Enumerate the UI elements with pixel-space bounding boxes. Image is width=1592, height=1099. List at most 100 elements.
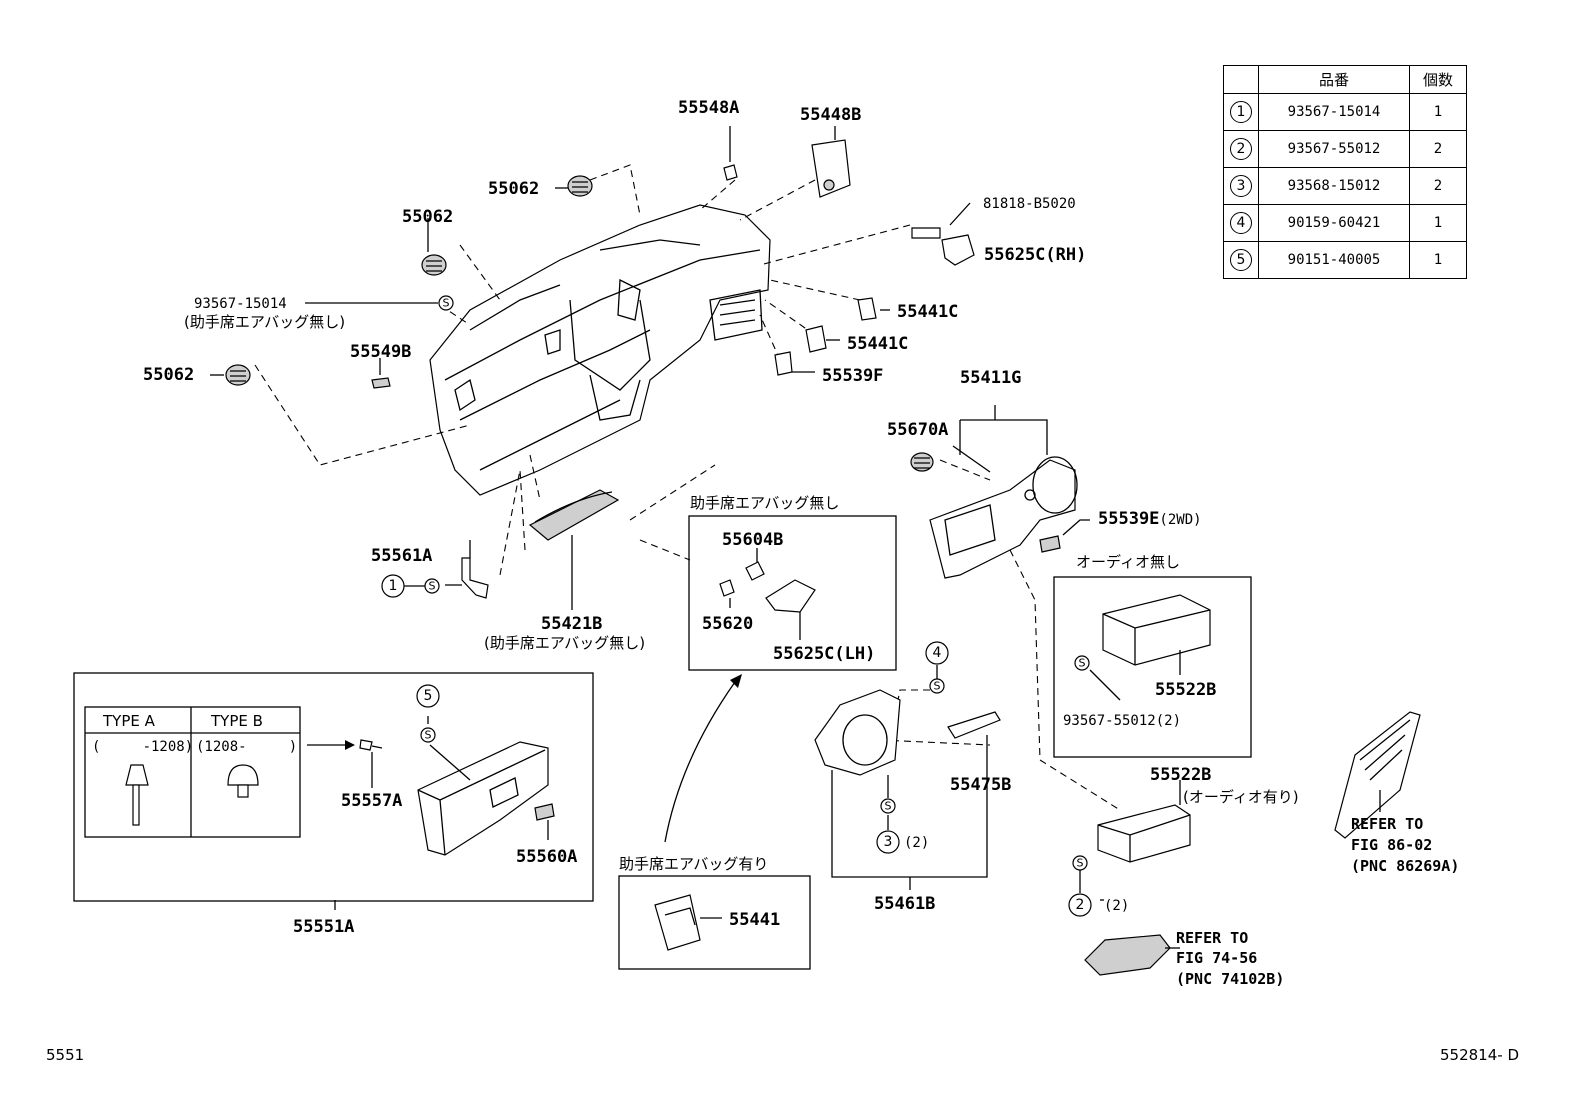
label-55411G: 55411G [960, 368, 1021, 388]
svg-text:S: S [425, 729, 432, 742]
label-55475B: 55475B [950, 775, 1011, 795]
part-55522B [1102, 594, 1211, 666]
row-number: 2 [1230, 138, 1252, 160]
row-number: 5 [1230, 249, 1252, 271]
part-55522B-audio [1097, 804, 1191, 863]
row-qty: 1 [1409, 204, 1467, 242]
label-81818-B5020: 81818-B5020 [983, 196, 1076, 212]
airbag-box [618, 875, 811, 970]
label-93567-15014: 93567-15014 [194, 296, 287, 312]
label-refer-2: REFER TO [1176, 929, 1248, 947]
callout-3: 3 [876, 830, 900, 854]
s-symbol: S [438, 295, 454, 311]
table-header: 品番 [1258, 65, 1410, 94]
label-55062: 55062 [402, 207, 453, 227]
fastener-type-b [227, 764, 259, 798]
label-55548A: 55548A [678, 98, 739, 118]
row-part: 90159-60421 [1258, 204, 1410, 242]
svg-text:5: 5 [424, 688, 433, 704]
label-airbag-box: 助手席エアバッグ有り [619, 855, 768, 873]
svg-text:1: 1 [389, 578, 398, 594]
airbag-arrow [664, 681, 736, 843]
part-55539F [774, 351, 793, 376]
s-symbol: S [420, 727, 436, 743]
part-55448B [811, 139, 851, 198]
s-symbol: S [1072, 855, 1088, 871]
instrument-panel-drawing [429, 204, 771, 496]
label-with-audio: (オーディオ有り) [1183, 788, 1299, 806]
svg-text:3: 3 [884, 834, 893, 850]
label-55551A: 55551A [293, 917, 354, 937]
part-55625C-LH [765, 579, 816, 613]
svg-text:S: S [1079, 657, 1086, 670]
label-55421B: 55421B [541, 614, 602, 634]
footer-page-code: 5551 [46, 1046, 85, 1064]
part-55625C-RH [941, 234, 975, 266]
part-55441C [805, 325, 827, 353]
label-55560A: 55560A [516, 847, 577, 867]
row-part: 93567-15014 [1258, 93, 1410, 131]
label-93567-55012: 93567-55012(2) [1063, 713, 1181, 729]
row-number: 1 [1230, 101, 1252, 123]
part-55421B [528, 489, 620, 541]
label-refer-2: (PNC 74102B) [1176, 970, 1284, 988]
label-type-b: TYPE B [210, 712, 263, 730]
label-55522B: 55522B [1155, 680, 1216, 700]
callout-4: 4 [925, 641, 949, 665]
label-type-b-range: (1208- ) [196, 739, 297, 755]
table-header [1223, 65, 1259, 94]
s-symbol: S [424, 578, 440, 594]
fastener-type-a [125, 764, 149, 826]
svg-text:S: S [934, 680, 941, 693]
label-55625C-RH: 55625C(RH) [984, 245, 1086, 265]
table-row: 4 90159-60421 1 [1223, 204, 1467, 242]
svg-text:2: 2 [1076, 897, 1085, 913]
label-no-airbag-note: (助手席エアバッグ無し) [484, 634, 645, 652]
row-number: 3 [1230, 175, 1252, 197]
part-55411G [929, 456, 1078, 579]
label-55539F: 55539F [822, 366, 883, 386]
svg-text:S: S [429, 580, 436, 593]
label-55441: 55441 [729, 910, 780, 930]
row-part: 93567-55012 [1258, 130, 1410, 168]
part-55604B [745, 561, 765, 581]
part-55557A [359, 739, 383, 751]
part-86269A [1334, 711, 1421, 839]
callout-5: 5 [416, 684, 440, 708]
callout-2: 2 [1068, 893, 1092, 917]
label-55549B: 55549B [350, 342, 411, 362]
table-row: 5 90151-40005 1 [1223, 241, 1467, 279]
part-55062-vent [567, 175, 593, 197]
label-qty-2: (2) [904, 835, 929, 851]
callout-1: 1 [381, 574, 405, 598]
part-55441 [654, 894, 701, 951]
label-no-airbag-box: 助手席エアバッグ無し [690, 494, 839, 512]
fastener-table: 品番 個数 1 93567-15014 1 2 93567-55012 2 3 … [1223, 65, 1467, 279]
label-55557A: 55557A [341, 791, 402, 811]
part-55560A [534, 803, 555, 821]
part-55548A [723, 164, 738, 181]
label-55522B: 55522B [1150, 765, 1211, 785]
no-audio-box [1053, 576, 1252, 758]
label-55625C-LH: 55625C(LH) [773, 644, 875, 664]
part-81818-B5020 [911, 227, 941, 239]
label-55670A: 55670A [887, 420, 948, 440]
label-55604B: 55604B [722, 530, 783, 550]
table-row: 3 93568-15012 2 [1223, 167, 1467, 205]
label-refer-1: FIG 86-02 [1351, 836, 1432, 854]
svg-text:S: S [1077, 857, 1084, 870]
label-type-a: TYPE A [102, 712, 156, 730]
label-refer-2: FIG 74-56 [1176, 949, 1257, 967]
part-55441C [857, 297, 877, 321]
label-qty-2: (2) [1104, 898, 1129, 914]
s-symbol: S [1074, 655, 1090, 671]
s-symbol: S [880, 798, 896, 814]
part-glove-box [417, 741, 549, 856]
table-header-row: 品番 個数 [1223, 65, 1467, 94]
svg-text:S: S [443, 297, 450, 310]
row-qty: 2 [1409, 130, 1467, 168]
part-74102B [1084, 934, 1171, 976]
part-55062-vent [421, 254, 447, 276]
row-number: 4 [1230, 212, 1252, 234]
label-55062: 55062 [143, 365, 194, 385]
